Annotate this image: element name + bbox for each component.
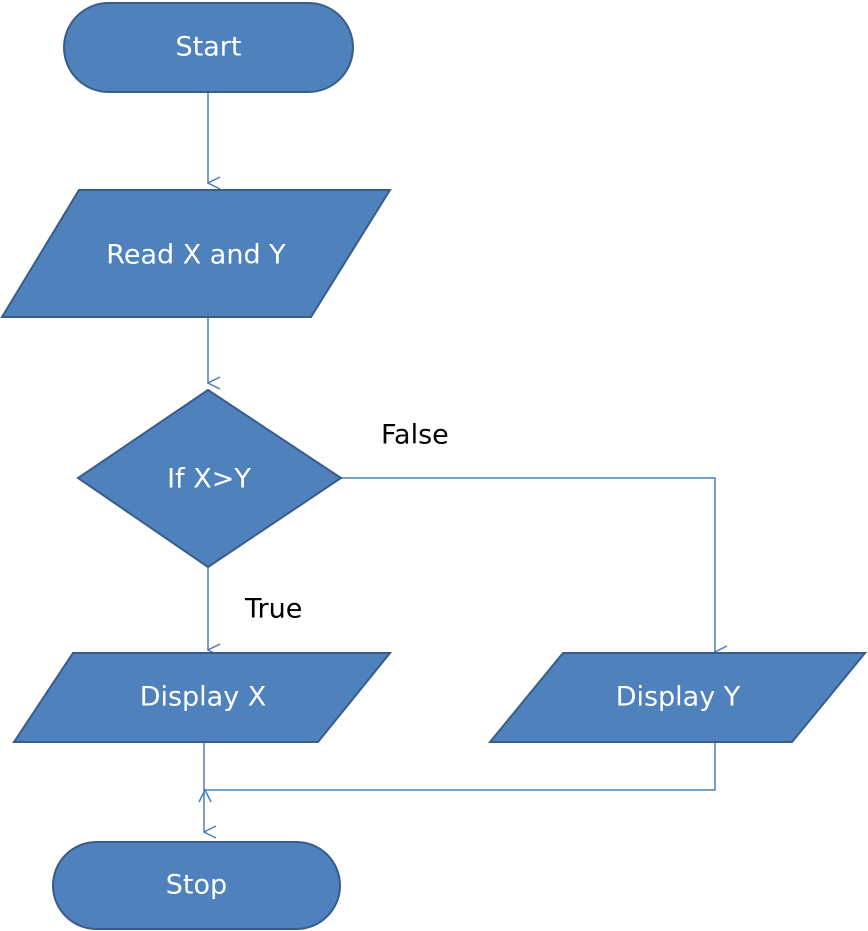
read-input-parallelogram xyxy=(0,189,392,318)
false-label: False xyxy=(381,420,449,451)
display-y-label: Display Y xyxy=(616,682,741,713)
start-terminator xyxy=(63,2,354,93)
true-label: True xyxy=(244,594,302,625)
display-y-parallelogram xyxy=(487,652,868,743)
display-x-parallelogram xyxy=(12,652,393,743)
edge-display-y-to-stop xyxy=(205,742,716,790)
start-label: Start xyxy=(176,32,242,63)
display-x-label: Display X xyxy=(140,682,267,713)
stop-terminator xyxy=(52,841,341,930)
decision-diamond xyxy=(76,388,343,569)
read-label: Read X and Y xyxy=(106,240,286,271)
edge-decision-false xyxy=(341,477,715,652)
stop-label: Stop xyxy=(166,870,227,901)
decision-label: If X>Y xyxy=(167,464,251,495)
